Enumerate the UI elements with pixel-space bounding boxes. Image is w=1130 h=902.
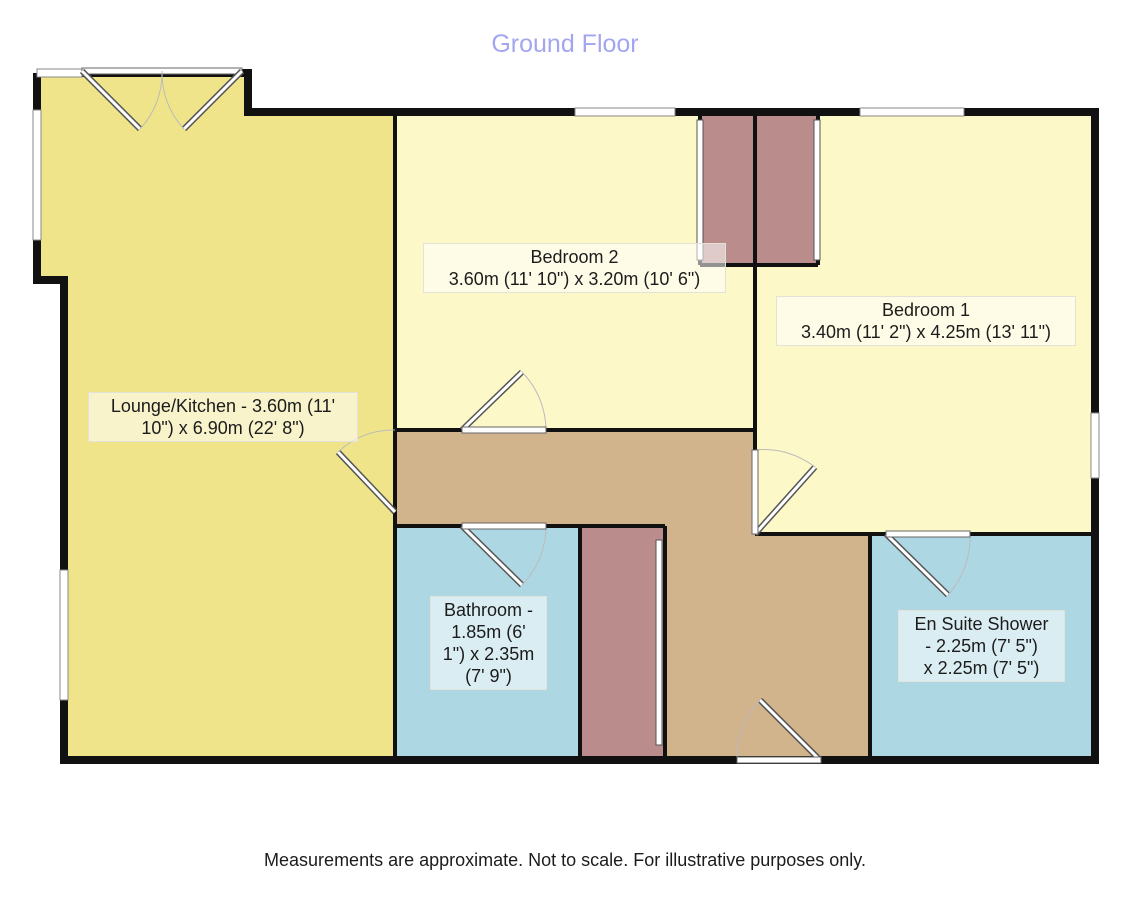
room-label-line: (7' 9") — [465, 666, 512, 686]
window-lounge-left-top — [32, 109, 42, 241]
internal-doors — [335, 119, 971, 764]
room-label-line: Bathroom - — [443, 600, 534, 620]
room-label-line: Bedroom 1 — [881, 300, 971, 320]
hallway-area — [395, 430, 870, 760]
floor-title: Ground Floor — [491, 30, 639, 58]
wardrobe-right — [755, 112, 818, 265]
room-label-line: 3.60m (11' 10") x 3.20m (10' 6") — [448, 269, 701, 289]
room-label-line: 1.85m (6' — [451, 622, 526, 642]
exterior-wall — [33, 69, 1099, 764]
hall-cupboard — [580, 526, 665, 760]
room-label-line: 10") x 6.90m (22' 8") — [141, 418, 305, 438]
patio-doors — [79, 67, 245, 132]
window-bedroom-1 — [859, 107, 965, 117]
window-lounge-top-left — [36, 68, 83, 78]
room-label-bedroom-2: Bedroom 2 3.60m (11' 10") x 3.20m (10' 6… — [423, 243, 726, 293]
room-label-lounge-kitchen: Lounge/Kitchen - 3.60m (11' 10") x 6.90m… — [88, 392, 358, 442]
room-label-line: Lounge/Kitchen - 3.60m (11' — [110, 396, 336, 416]
room-label-line: 3.40m (11' 2") x 4.25m (13' 11") — [800, 322, 1052, 342]
room-label-line: En Suite Shower — [914, 614, 1049, 634]
room-label-line: - 2.25m (7' 5") — [925, 636, 1038, 656]
windows — [32, 68, 1100, 701]
room-label-bedroom-1: Bedroom 1 3.40m (11' 2") x 4.25m (13' 11… — [776, 296, 1076, 346]
window-bedroom-2 — [574, 107, 676, 117]
room-label-line: Bedroom 2 — [530, 247, 619, 267]
room-label-line: x 2.25m (7' 5") — [923, 658, 1040, 678]
room-label-bathroom: Bathroom - 1.85m (6' 1") x 2.35m (7' 9") — [430, 596, 547, 690]
window-lounge-left-bottom — [59, 569, 69, 701]
room-label-ensuite-shower: En Suite Shower - 2.25m (7' 5") x 2.25m … — [898, 610, 1065, 682]
disclaimer-note: Measurements are approximate. Not to sca… — [264, 850, 866, 870]
window-bedroom-1-side — [1090, 412, 1100, 479]
room-label-line: 1") x 2.35m — [442, 644, 535, 664]
wardrobe-left — [700, 112, 755, 265]
